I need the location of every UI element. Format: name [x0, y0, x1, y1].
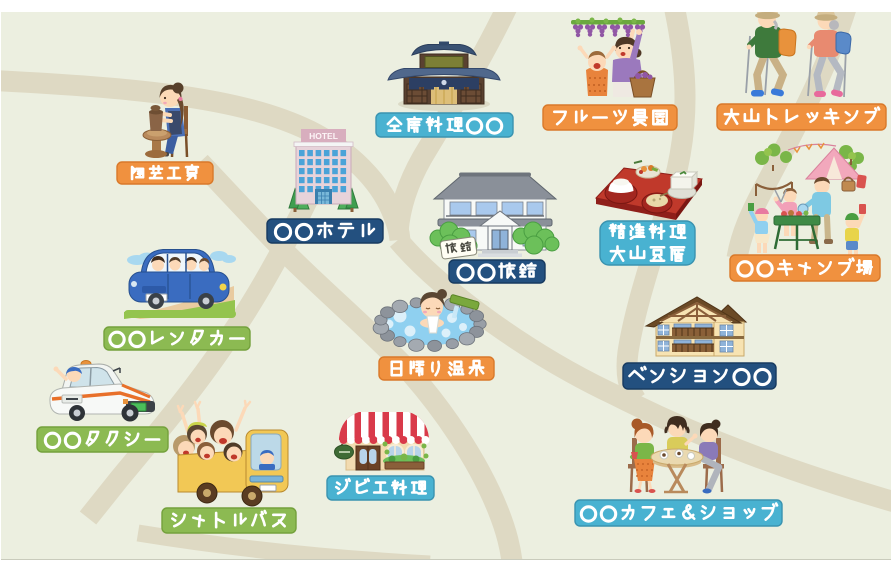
svg-text:HOTEL: HOTEL	[309, 131, 338, 141]
